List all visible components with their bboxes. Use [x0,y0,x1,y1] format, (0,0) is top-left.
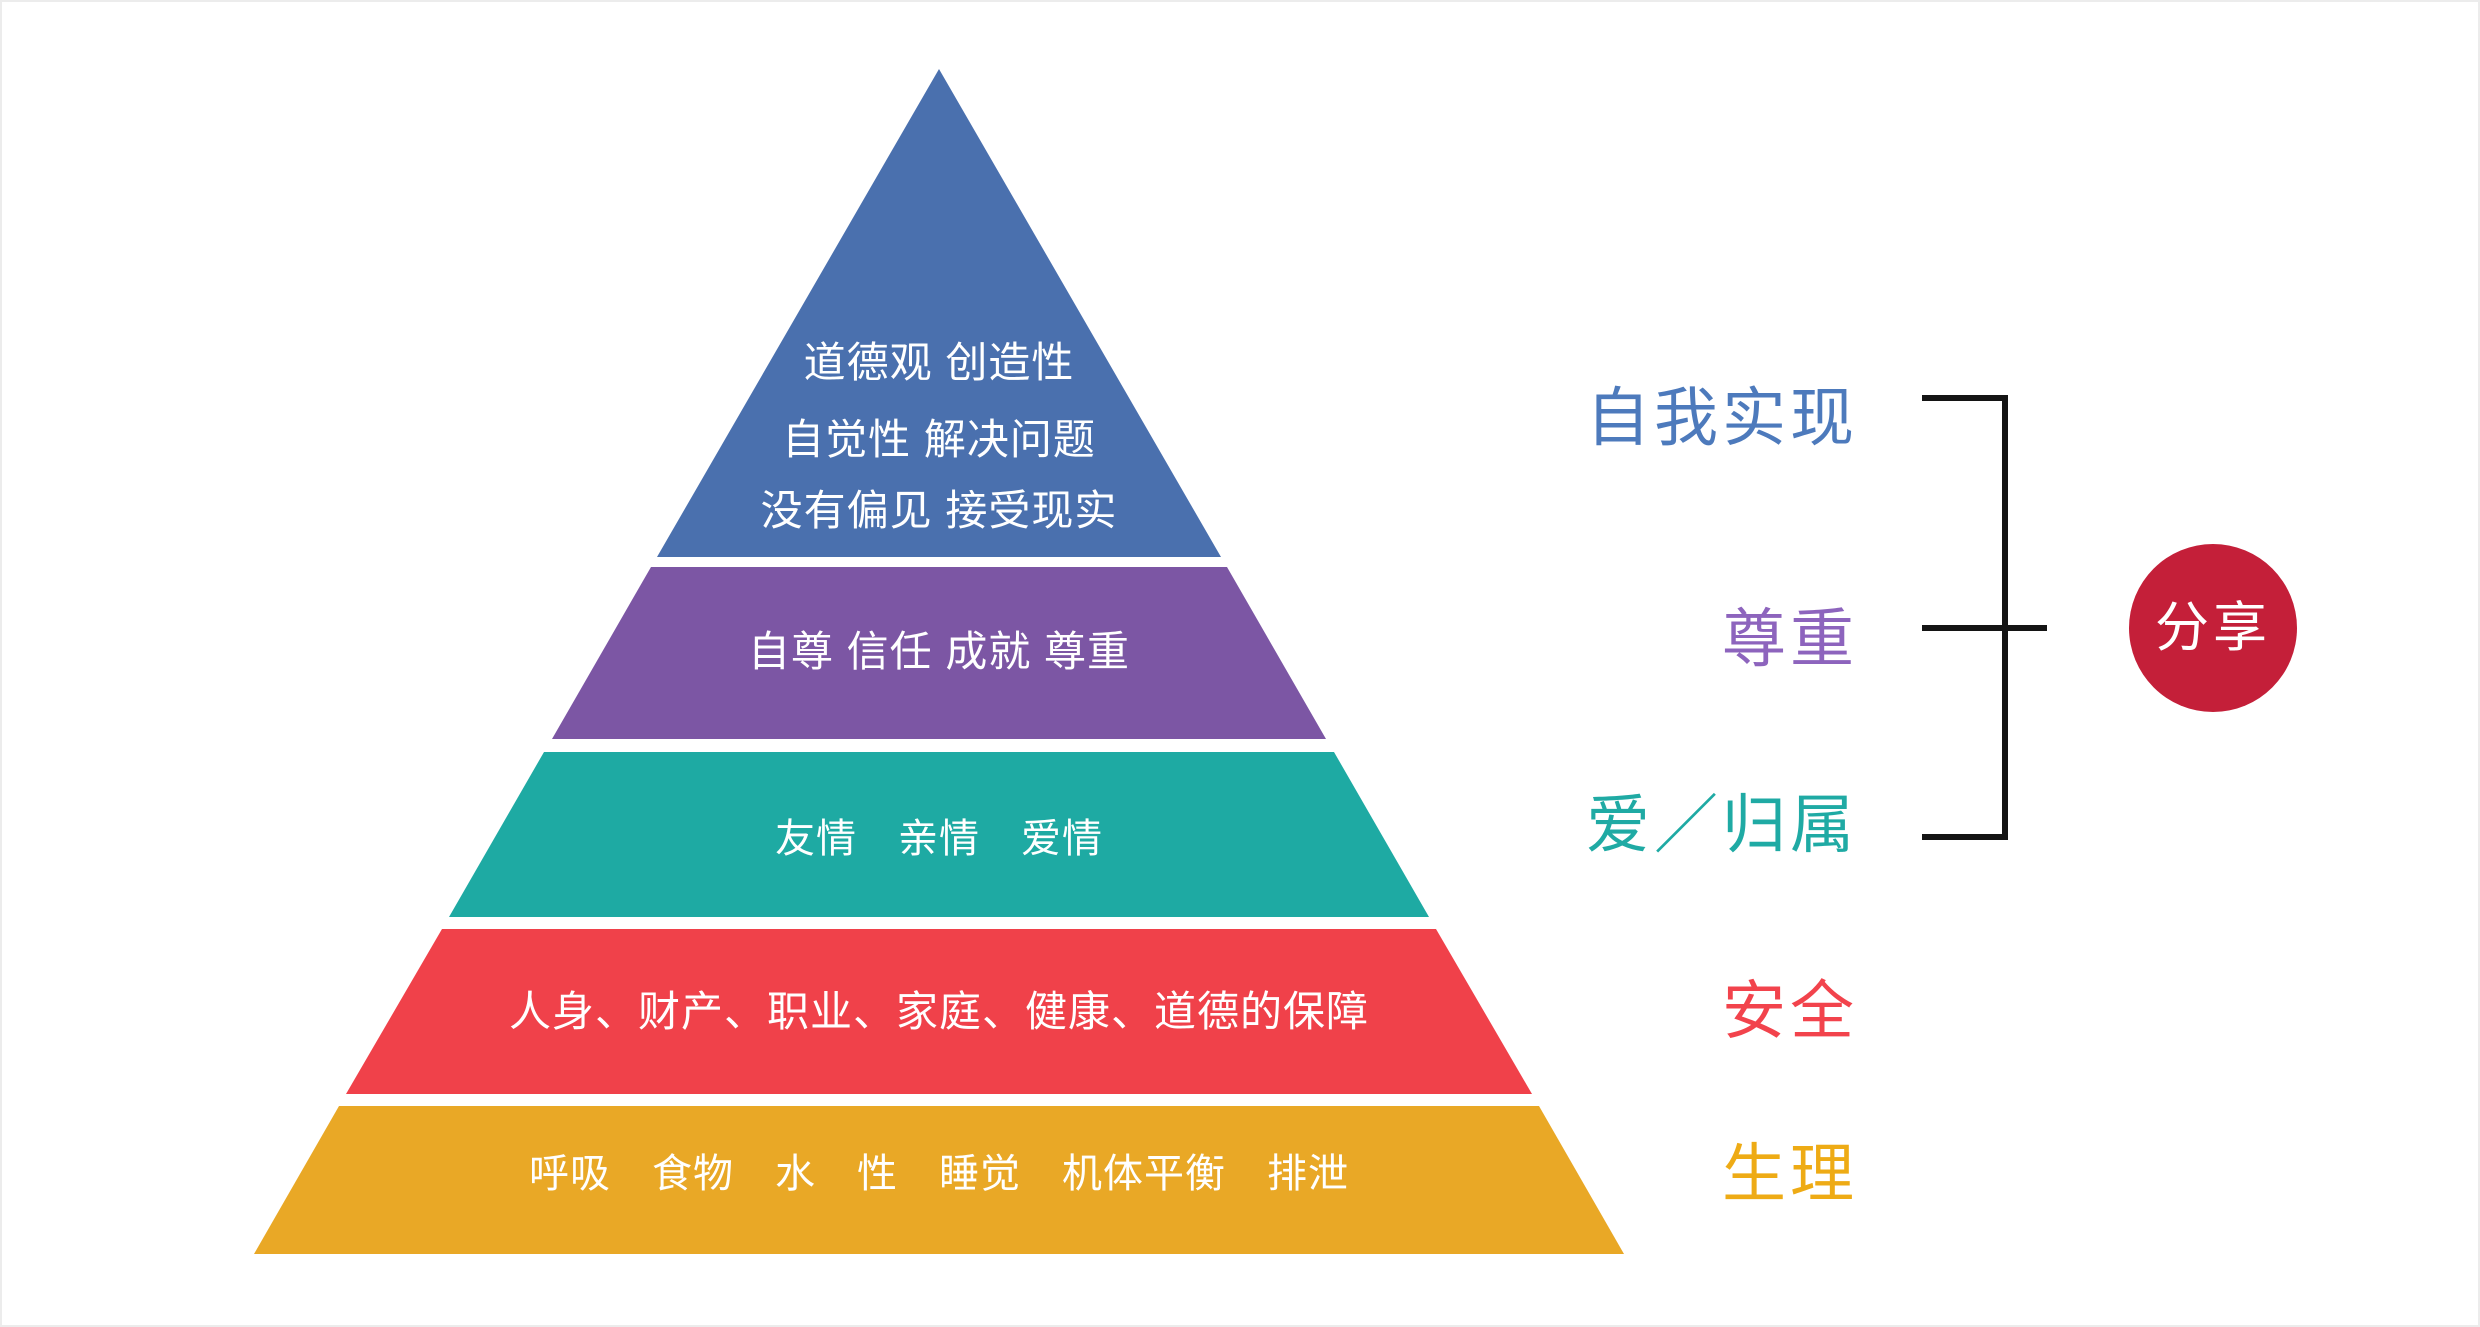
side-label-physiological: 生理 [1722,1138,1858,1210]
share-badge-circle [2129,544,2297,712]
side-label-esteem: 尊重 [1722,603,1858,675]
level-physiological-shape [254,1106,1624,1254]
level-physiological-text: 呼吸 食物 水 性 睡觉 机体平衡 排泄 [529,1152,1349,1196]
level-love-belonging-shape [449,752,1429,917]
share-badge-label: 分享 [2155,598,2271,658]
level-self-actualization-line-3: 没有偏见 接受现实 [760,487,1118,534]
side-label-safety: 安全 [1722,975,1858,1047]
group-bracket [1922,395,2047,840]
level-safety-shape [346,929,1532,1094]
level-love-belonging-text: 友情 亲情 爱情 [775,817,1103,861]
side-label-self-actualization: 自我实现 [1586,382,1858,454]
level-self-actualization-line-2: 自觉性 解决问题 [782,416,1096,463]
level-esteem-shape [552,567,1326,739]
level-esteem-text: 自尊 信任 成就 尊重 [747,628,1131,675]
level-self-actualization-shape [657,69,1221,557]
level-self-actualization-line-1: 道德观 创造性 [803,339,1075,386]
side-label-love-belonging: 爱／归属 [1586,789,1858,861]
level-safety-text: 人身、财产、职业、家庭、健康、道德的保障 [508,988,1370,1035]
